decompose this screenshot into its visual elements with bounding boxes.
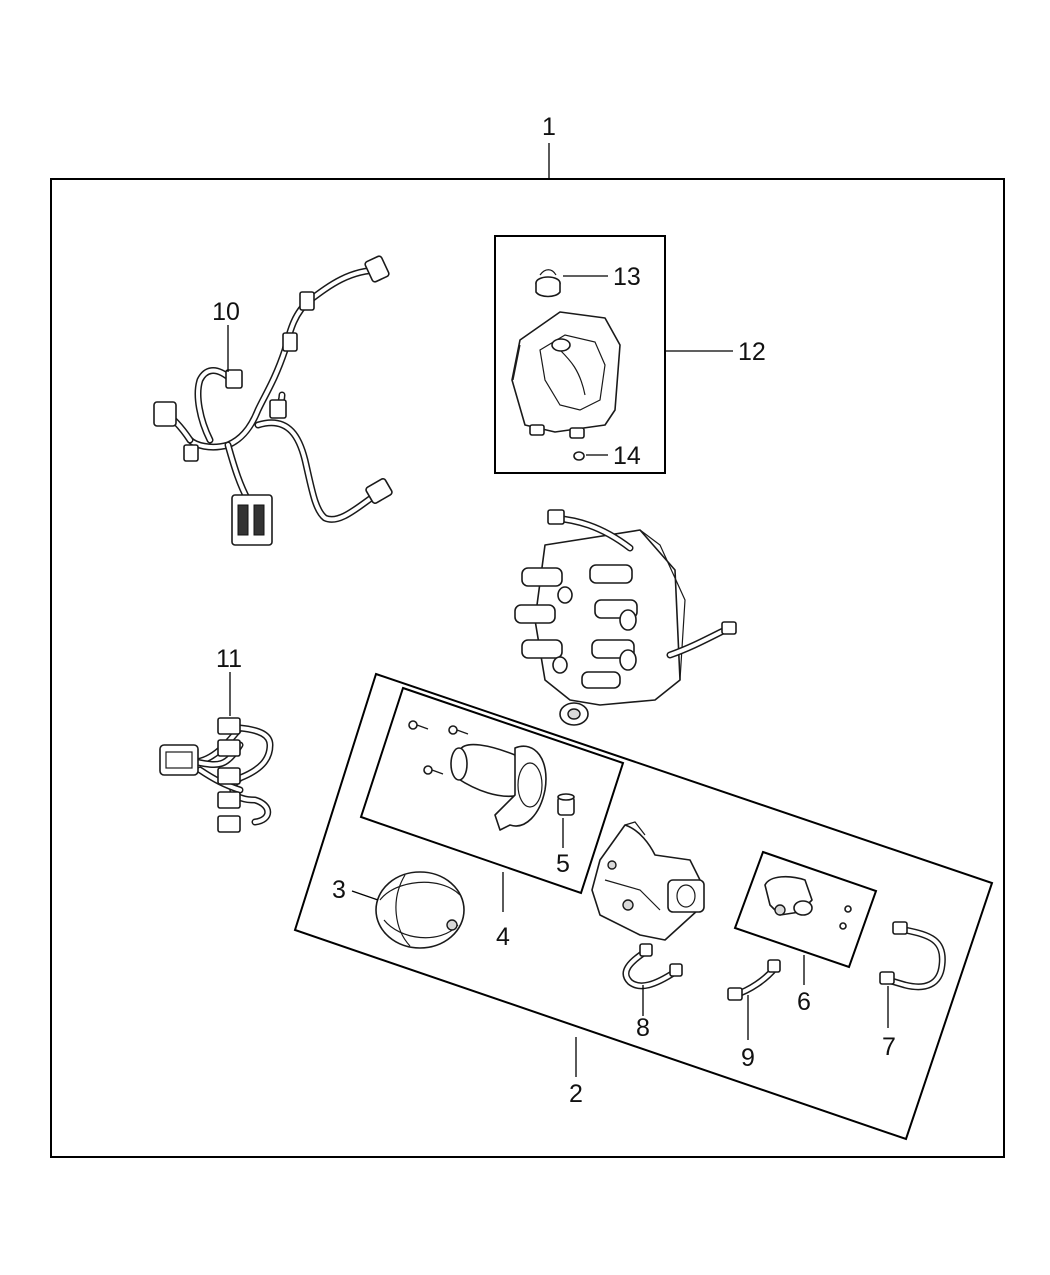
callout-2[interactable]: 2 [569,1080,583,1108]
valve-body-assembly[interactable] [514,509,737,726]
callout-12[interactable]: 12 [738,338,766,366]
pressure-sensor-6[interactable] [764,875,852,930]
wiring-harness-10[interactable] [153,255,393,546]
callout-9[interactable]: 9 [741,1044,755,1072]
motor-kit-box [359,686,625,895]
pump-housing[interactable] [591,821,705,941]
pump-motor-4[interactable] [408,720,547,831]
sensor-kit-box [733,850,878,969]
callout-5[interactable]: 5 [556,850,570,878]
hydraulic-line-8[interactable] [622,943,683,990]
callout-13[interactable]: 13 [613,263,641,291]
wiring-harness-11[interactable] [159,717,274,833]
actuator-kit-box [293,672,994,1141]
callout-8[interactable]: 8 [636,1014,650,1042]
hydraulic-line-9[interactable] [727,959,781,1001]
leader-3 [351,890,379,901]
callout-14[interactable]: 14 [613,442,641,470]
hydraulic-line-7[interactable] [879,921,946,991]
clip-14[interactable] [573,451,585,461]
bushing-5[interactable] [557,793,575,816]
callout-10[interactable]: 10 [212,298,240,326]
accumulator-3[interactable] [375,871,465,949]
reservoir-12[interactable] [511,311,621,439]
callout-6[interactable]: 6 [797,988,811,1016]
callout-3[interactable]: 3 [332,876,346,904]
callout-7[interactable]: 7 [882,1033,896,1061]
callout-11[interactable]: 11 [216,645,242,673]
callout-1[interactable]: 1 [542,113,556,141]
callout-4[interactable]: 4 [496,923,510,951]
reservoir-kit-box [494,235,666,474]
reservoir-cap-13[interactable] [535,269,561,298]
outer-assembly-frame [50,178,1005,1158]
